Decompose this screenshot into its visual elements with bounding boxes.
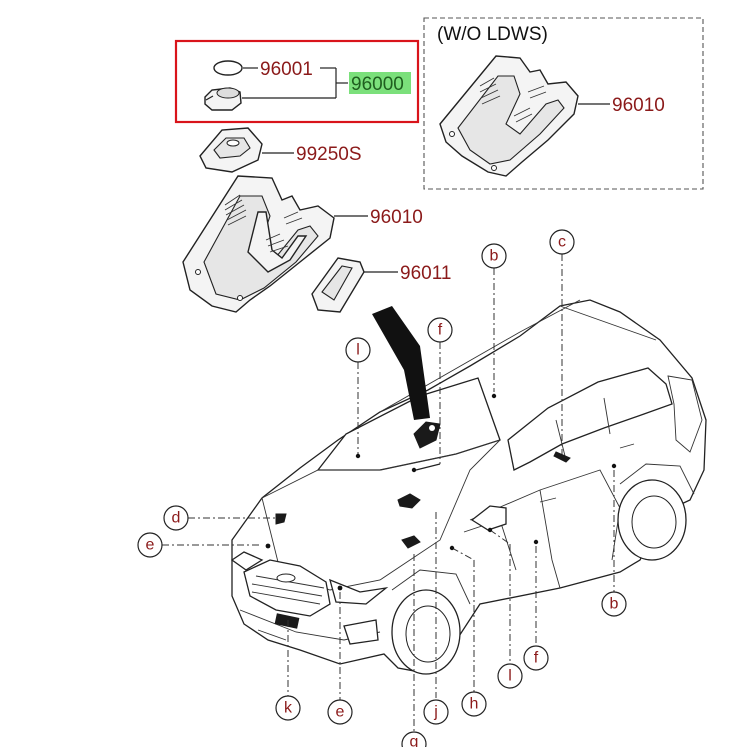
callout-e-left[interactable]: e <box>137 532 163 558</box>
svg-text:b: b <box>490 248 499 265</box>
o-ring-96001 <box>213 60 243 76</box>
svg-text:f: f <box>534 650 539 667</box>
svg-text:l: l <box>508 668 512 685</box>
callout-j[interactable]: j <box>423 699 449 725</box>
housing-96010-alt[interactable]: 96010 <box>439 55 665 177</box>
callout-c[interactable]: c <box>549 229 575 255</box>
part-number-96001[interactable]: 96001 <box>260 59 313 80</box>
selected-part-frame <box>174 39 420 124</box>
part-number-96010-main[interactable]: 96010 <box>370 207 423 228</box>
svg-text:l: l <box>356 342 360 359</box>
wo-ldws-box: (W/O LDWS) 96010 <box>423 17 704 190</box>
cover-99250s[interactable]: 99250S <box>199 127 362 173</box>
callout-l-bottom[interactable]: l <box>497 663 523 689</box>
callout-d[interactable]: d <box>163 505 189 531</box>
install-arrow <box>372 306 441 449</box>
part-number-96000[interactable]: 96000 <box>351 74 404 95</box>
svg-text:c: c <box>558 234 566 251</box>
part-number-96011[interactable]: 96011 <box>400 263 451 284</box>
callout-f-bottom[interactable]: f <box>523 645 549 671</box>
vehicle-outline <box>230 299 707 675</box>
callout-b-top[interactable]: b <box>481 243 507 269</box>
part-number-96000-highlight <box>349 72 411 94</box>
svg-text:f: f <box>438 322 443 339</box>
svg-text:h: h <box>470 696 479 713</box>
callout-g[interactable]: g <box>401 731 427 747</box>
callout-h[interactable]: h <box>461 691 487 717</box>
callout-b-right[interactable]: b <box>601 591 627 617</box>
callout-l-top[interactable]: l <box>345 337 371 363</box>
rain-sensor-96000 <box>204 87 242 111</box>
svg-text:e: e <box>336 704 345 721</box>
svg-text:j: j <box>433 704 438 721</box>
callout-f-top[interactable]: f <box>427 317 453 343</box>
svg-text:e: e <box>146 537 155 554</box>
svg-text:b: b <box>610 596 619 613</box>
svg-text:g: g <box>410 734 419 747</box>
callout-leaders <box>162 254 617 734</box>
part-number-99250s[interactable]: 99250S <box>296 144 362 165</box>
callout-k[interactable]: k <box>275 695 301 721</box>
sensor-assembly-group[interactable]: 96001 96000 <box>174 39 420 124</box>
cover-96011[interactable]: 96011 <box>311 257 451 313</box>
part-number-96010-alt[interactable]: 96010 <box>612 95 665 116</box>
callout-e-bottom[interactable]: e <box>327 699 353 725</box>
wo-ldws-caption: (W/O LDWS) <box>437 24 548 45</box>
svg-text:k: k <box>284 700 293 717</box>
svg-text:d: d <box>172 510 181 527</box>
housing-96010-main[interactable]: 96010 <box>182 175 423 313</box>
